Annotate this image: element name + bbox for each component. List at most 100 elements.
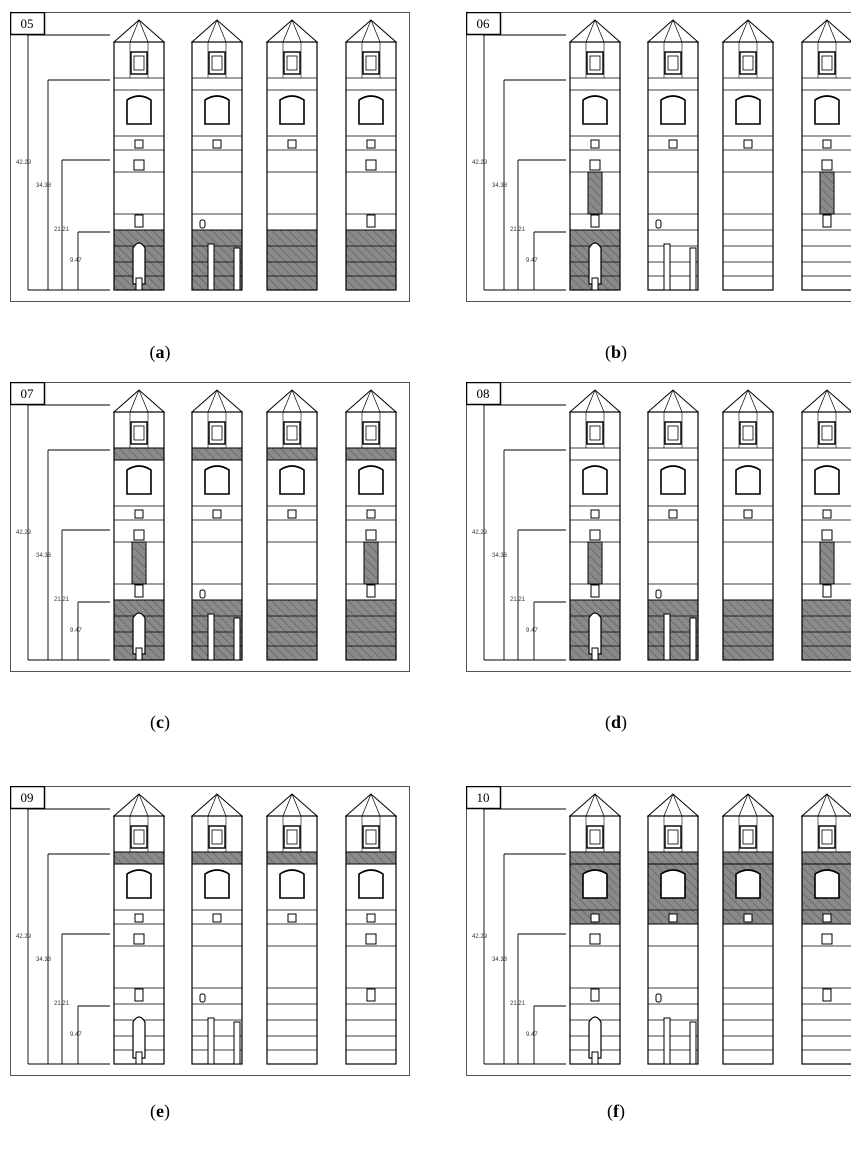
tower-2	[190, 793, 244, 1065]
window-top	[130, 825, 148, 849]
tower-roof	[344, 793, 398, 817]
panel-code: 08	[477, 386, 490, 401]
window-small	[590, 509, 600, 519]
panel-frame	[10, 786, 410, 1076]
tower-1	[568, 793, 622, 1065]
panel-frame	[10, 382, 410, 672]
panel-frame	[466, 12, 851, 302]
caption-f: (f)	[607, 1101, 625, 1121]
dimension-label: 42.29	[472, 934, 488, 940]
tower-3	[721, 19, 775, 291]
tower-outline	[647, 41, 699, 291]
dimension-label: 42.29	[16, 530, 32, 536]
window-small	[822, 913, 832, 923]
tower-outline	[345, 411, 397, 661]
tower-roof	[112, 793, 166, 817]
window-low	[134, 988, 144, 1002]
tower-3	[265, 793, 319, 1065]
window-arched	[279, 869, 305, 899]
tower-roof	[568, 793, 622, 817]
pillar	[207, 613, 215, 661]
dimension-label: 34.38	[492, 553, 508, 559]
window-arched	[358, 465, 384, 495]
small-opening	[199, 219, 206, 229]
panel-code-box	[10, 382, 46, 406]
window-arched	[126, 869, 152, 899]
small-opening	[655, 589, 662, 599]
window-mid	[589, 529, 601, 541]
window-small	[287, 139, 297, 149]
window-arched	[126, 95, 152, 125]
panel-code: 09	[21, 790, 34, 805]
tower-roof	[344, 19, 398, 43]
pillar	[207, 243, 215, 291]
tower-roof	[265, 389, 319, 413]
window-low	[590, 584, 600, 598]
window-arched	[279, 465, 305, 495]
tower-roof	[721, 389, 775, 413]
window-top	[283, 825, 301, 849]
pillar	[207, 1017, 215, 1065]
panel-code: 10	[477, 790, 490, 805]
window-mid	[365, 933, 377, 945]
dimension-label: 21.21	[510, 227, 526, 233]
window-low	[822, 214, 832, 228]
panel-frame	[466, 382, 851, 672]
tower-roof	[800, 19, 851, 43]
tower-outline	[801, 41, 851, 291]
window-low	[590, 214, 600, 228]
window-small	[590, 139, 600, 149]
caption-e: (e)	[150, 1101, 170, 1121]
tower-4	[344, 793, 398, 1065]
window-small	[212, 913, 222, 923]
window-small	[366, 913, 376, 923]
window-low	[366, 584, 376, 598]
tower-roof	[190, 19, 244, 43]
caption-letter: d	[610, 712, 621, 732]
window-small	[743, 509, 753, 519]
small-opening	[655, 993, 662, 1003]
tower-3	[721, 793, 775, 1065]
tower-3	[721, 389, 775, 661]
tower-outline	[647, 411, 699, 661]
window-arched	[814, 869, 840, 899]
window-small	[212, 139, 222, 149]
window-arched	[735, 95, 761, 125]
tower-2	[190, 389, 244, 661]
window-arched	[735, 465, 761, 495]
window-top	[130, 421, 148, 445]
tower-3	[265, 19, 319, 291]
window-top	[586, 421, 604, 445]
window-low	[134, 584, 144, 598]
dimension-label: 34.38	[36, 957, 52, 963]
window-top	[818, 51, 836, 75]
pillar	[689, 1021, 697, 1065]
tower-3	[265, 389, 319, 661]
tower-outline	[722, 411, 774, 661]
tower-outline	[266, 411, 318, 661]
door-arched	[132, 242, 146, 285]
tower-4	[800, 793, 851, 1065]
tower-outline	[345, 815, 397, 1065]
dimension-label: 42.29	[472, 530, 488, 536]
window-mid	[821, 159, 833, 171]
window-top	[739, 421, 757, 445]
door-arched	[132, 1016, 146, 1059]
door-arched	[588, 612, 602, 655]
tower-2	[190, 19, 244, 291]
dimension-label: 21.21	[510, 597, 526, 603]
window-top	[818, 421, 836, 445]
window-mid	[133, 529, 145, 541]
window-top	[283, 51, 301, 75]
window-arched	[660, 869, 686, 899]
window-mid	[821, 933, 833, 945]
tower-outline	[722, 41, 774, 291]
dimension-label: 21.21	[54, 1001, 70, 1007]
dimension-label: 34.38	[492, 957, 508, 963]
pillar	[689, 247, 697, 291]
